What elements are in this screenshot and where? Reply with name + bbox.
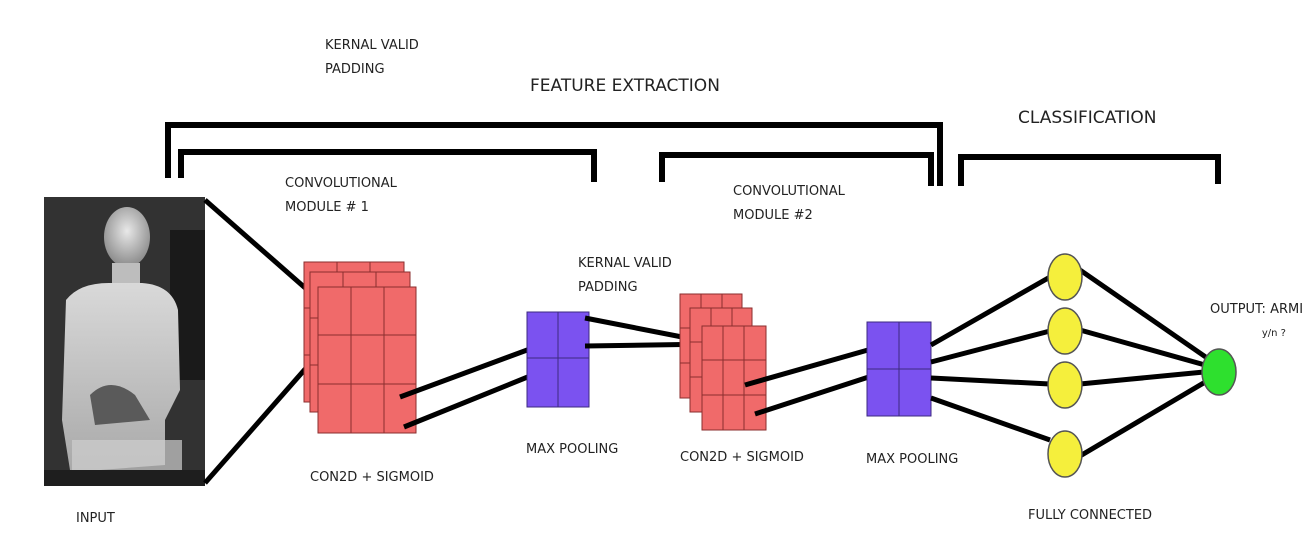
conv1-feature-maps (303, 261, 417, 434)
classification-label: CLASSIFICATION (1018, 108, 1157, 128)
conv2d-sigmoid-2-label: CON2D + SIGMOID (680, 450, 804, 465)
conv-module-2-bracket (659, 152, 934, 186)
feature-extraction-label: FEATURE EXTRACTION (530, 76, 720, 96)
max-pooling-1-label: MAX POOLING (526, 442, 619, 457)
header-kernal-label-line1: KERNAL VALID (325, 38, 419, 53)
header-kernal-label-line2: PADDING (325, 62, 385, 77)
max-pool-2-block (866, 321, 932, 417)
conv-module-2-label-line1: CONVOLUTIONAL (733, 184, 845, 199)
output-label-line2: y/n ? (1261, 328, 1286, 339)
feature-extraction-bracket (165, 122, 943, 186)
output-label-line1: OUTPUT: ARMI (1210, 302, 1304, 317)
input-label: INPUT (76, 511, 115, 526)
fully-connected-nodes (1047, 253, 1083, 478)
conv-module-1-label-line1: CONVOLUTIONAL (285, 176, 397, 191)
max-pool-1-block (526, 311, 590, 408)
conv2-feature-maps (679, 293, 767, 431)
classification-bracket (958, 154, 1221, 186)
dense-node (1047, 307, 1083, 355)
max-pooling-2-label: MAX POOLING (866, 452, 959, 467)
fully-connected-label: FULLY CONNECTED (1028, 508, 1153, 523)
conv-module-2-label-line2: MODULE #2 (733, 208, 813, 223)
conv2-to-pool2-lines (744, 343, 885, 417)
conv-module-1-label-line2: MODULE # 1 (285, 200, 369, 215)
dense-node (1047, 430, 1083, 478)
dense-to-output-lines (1078, 267, 1214, 459)
input-thermal-image (44, 197, 205, 486)
pool2-to-dense-lines (929, 274, 1052, 443)
conv-module-1-bracket (178, 149, 597, 182)
kernal-valid-padding-label-line2: PADDING (578, 280, 638, 295)
dense-node (1047, 361, 1083, 409)
dense-node (1047, 253, 1083, 301)
kernal-valid-padding-label-line1: KERNAL VALID (578, 256, 672, 271)
conv2d-sigmoid-1-label: CON2D + SIGMOID (310, 470, 434, 485)
output-node (1201, 348, 1237, 396)
conv1-to-pool1-lines (399, 343, 541, 430)
feature-map (317, 286, 417, 434)
